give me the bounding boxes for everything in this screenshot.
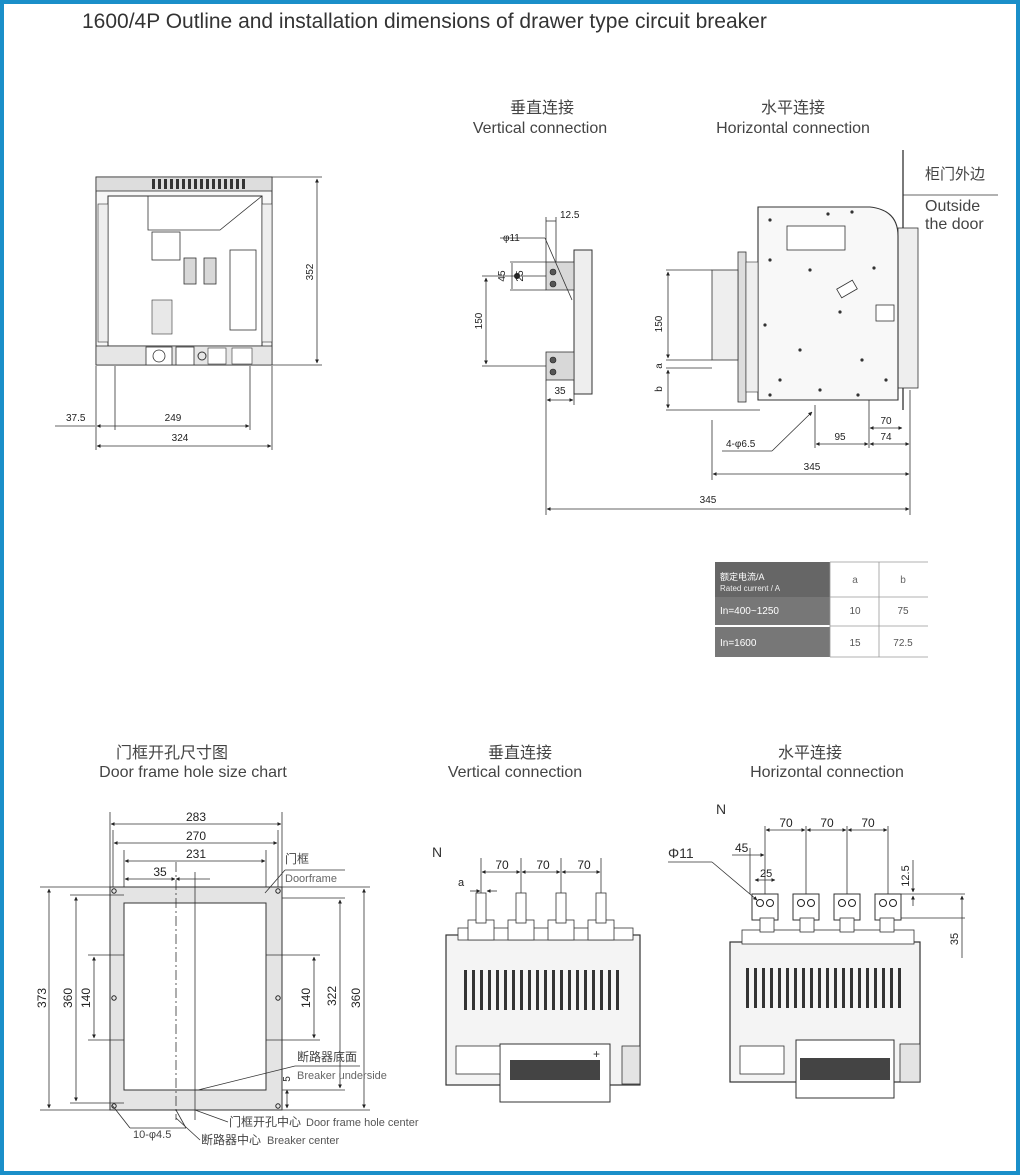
horiz-dim-a: a <box>654 363 665 369</box>
hole-center-en: Door frame hole center <box>306 1117 419 1129</box>
door-dim-360: 360 <box>61 988 75 1008</box>
top-vertical-en: Vertical connection <box>473 120 607 137</box>
hole-center-cn: 门框开孔中心 <box>229 1114 301 1129</box>
top-vertical-side-view: 12.5 φ11 45 25 150 35 345 <box>474 210 910 515</box>
rating-table: 额定电流/A Rated current / A a b In=400~1250… <box>715 561 928 658</box>
bv-dim-70c: 70 <box>577 858 591 872</box>
table-row2-label: In=1600 <box>720 638 757 649</box>
bh-dim-12-5: 12.5 <box>900 865 912 886</box>
bottom-door-cn: 门框开孔尺寸图 <box>116 744 228 762</box>
door-dim-373: 373 <box>35 988 49 1008</box>
bv-dim-a: a <box>458 877 465 889</box>
table-row2-a: 15 <box>849 638 861 649</box>
bh-dim-70c: 70 <box>861 816 875 830</box>
dim-249: 249 <box>165 413 182 424</box>
door-en-1: Outside <box>925 198 980 215</box>
top-horizontal-en: Horizontal connection <box>716 120 870 137</box>
door-dim-322: 322 <box>325 986 339 1006</box>
door-dim-35: 35 <box>153 865 167 879</box>
door-cn: 柜门外边 <box>925 166 985 183</box>
table-header-en: Rated current / A <box>720 584 781 593</box>
bottom-vertical-cn: 垂直连接 <box>488 744 552 762</box>
top-vertical-cn: 垂直连接 <box>510 99 574 117</box>
underside-cn: 断路器底面 <box>297 1049 357 1064</box>
bottom-vertical-view: N + 70 70 70 <box>432 844 641 1103</box>
table-row1-b: 75 <box>897 606 909 617</box>
bv-dim-70b: 70 <box>536 858 550 872</box>
doorframe-cn: 门框 <box>285 851 309 866</box>
top-horizontal-cn: 水平连接 <box>761 99 825 117</box>
table-row1-a: 10 <box>849 606 861 617</box>
bh-dim-70b: 70 <box>820 816 834 830</box>
door-holes: 10-φ4.5 <box>133 1129 171 1141</box>
vert-dim-12-5: 12.5 <box>560 210 580 221</box>
horiz-dim-150: 150 <box>654 315 665 332</box>
table-header-cn: 额定电流/A <box>720 571 765 582</box>
door-frame-chart: 283 270 231 35 门框 Doorframe 373 360 140 … <box>35 810 419 1147</box>
bh-phi11: Φ11 <box>668 845 694 861</box>
bottom-vertical-en: Vertical connection <box>448 764 582 781</box>
bottom-door-en: Door frame hole size chart <box>99 764 287 781</box>
bottom-horizontal-en: Horizontal connection <box>750 764 904 781</box>
bv-plus: + <box>593 1047 600 1061</box>
bh-dim-45: 45 <box>735 841 749 855</box>
page-title: 1600/4P Outline and installation dimensi… <box>82 10 767 33</box>
door-dim-360-right: 360 <box>349 988 363 1008</box>
horiz-dim-70: 70 <box>880 416 892 427</box>
dim-324: 324 <box>172 433 189 444</box>
top-horizontal-side-view: 柜门外边 Outside the door 150 a b 70 <box>654 150 998 515</box>
vert-dim-35: 35 <box>554 386 566 397</box>
door-dim-5: 5 <box>282 1076 293 1082</box>
door-en-2: the door <box>925 216 984 233</box>
horiz-dim-345: 345 <box>804 462 821 473</box>
bottom-horizontal-cn: 水平连接 <box>778 744 842 762</box>
door-dim-270: 270 <box>186 829 206 843</box>
bottom-horizontal-view: N 70 70 <box>668 801 965 1099</box>
door-dim-140-right: 140 <box>299 988 313 1008</box>
dim-352: 352 <box>305 263 316 280</box>
vert-dim-150: 150 <box>474 312 485 329</box>
breaker-center-en: Breaker center <box>267 1135 339 1147</box>
bv-dim-70a: 70 <box>495 858 509 872</box>
vert-dim-345: 345 <box>700 495 717 506</box>
horiz-dim-b: b <box>654 386 665 392</box>
breaker-center-cn: 断路器中心 <box>201 1132 261 1147</box>
bh-dim-70a: 70 <box>779 816 793 830</box>
vert-phi11: φ11 <box>503 233 520 244</box>
horiz-dim-95: 95 <box>834 432 846 443</box>
dim-37-5: 37.5 <box>66 413 86 424</box>
table-header-a: a <box>852 575 858 586</box>
front-view: 352 37.5 249 324 <box>55 176 322 450</box>
bh-dim-35: 35 <box>949 933 961 945</box>
horiz-dim-74: 74 <box>880 432 892 443</box>
table-header-b: b <box>900 575 906 586</box>
door-dim-231: 231 <box>186 847 206 861</box>
table-row1-label: In=400~1250 <box>720 606 779 617</box>
door-dim-283: 283 <box>186 810 206 824</box>
bv-n-label: N <box>432 844 442 860</box>
bh-n-label: N <box>716 801 726 817</box>
table-row2-b: 72.5 <box>893 638 913 649</box>
bh-dim-25: 25 <box>760 868 772 880</box>
underside-en: Breaker underside <box>297 1070 387 1082</box>
doorframe-en: Doorframe <box>285 873 337 885</box>
door-dim-140: 140 <box>79 988 93 1008</box>
horiz-holes: 4-φ6.5 <box>726 439 756 450</box>
